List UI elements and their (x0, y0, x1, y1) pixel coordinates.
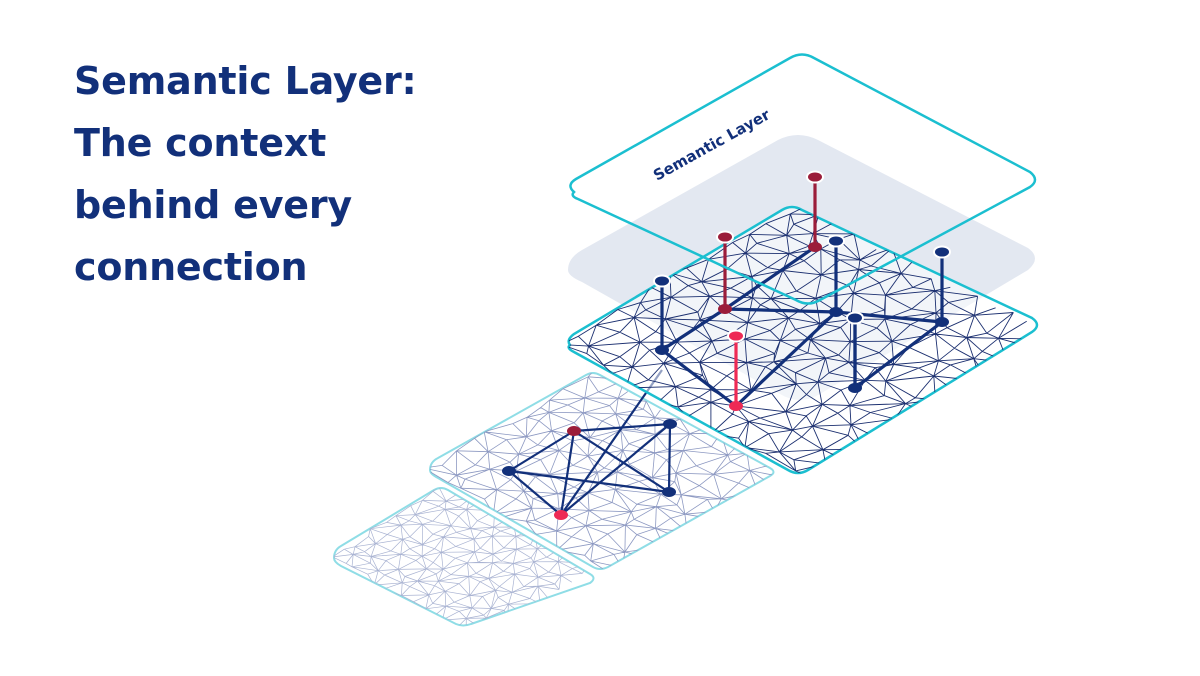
elevated-node-pink (727, 329, 745, 343)
mesh-middle-lines (430, 373, 774, 569)
graph-node (829, 307, 843, 317)
elevated-node-crimson (716, 230, 734, 244)
mesh-bottom-lines (334, 488, 589, 626)
bottom-layer (332, 487, 595, 627)
graph-node (848, 383, 862, 393)
middle-layer-edges (508, 369, 672, 516)
middle-layer (428, 369, 775, 570)
graph-node-pink (729, 401, 743, 411)
graph-node-crimson (718, 304, 732, 314)
main-layer-edges (660, 245, 944, 408)
elevated-nodes (653, 170, 951, 343)
graph-node (935, 317, 949, 327)
middle-layer-mesh (430, 373, 774, 569)
headline-line-1: Semantic Layer: (74, 59, 417, 103)
headline-line-3: behind every (74, 183, 352, 227)
graph-node (655, 345, 669, 355)
middle-node (662, 487, 676, 497)
elevated-node-crimson (806, 170, 824, 184)
elevated-node (653, 274, 671, 288)
headline-line-4: connection (74, 245, 308, 289)
headline-line-2: The context (74, 121, 327, 165)
graph-node-crimson (808, 242, 822, 252)
middle-node-highlight (567, 426, 581, 436)
semantic-layer-plane (569, 53, 1037, 305)
middle-node (663, 419, 677, 429)
middle-node-highlight (554, 510, 568, 520)
bottom-layer-plane (332, 487, 595, 627)
main-layer (567, 170, 1039, 475)
elevated-node (827, 234, 845, 248)
bottom-layer-mesh (334, 488, 589, 626)
node-stems (660, 175, 944, 408)
elevated-node (846, 311, 864, 325)
headline: Semantic Layer: The context behind every… (74, 50, 417, 298)
elevated-node (933, 245, 951, 259)
middle-node (502, 466, 516, 476)
